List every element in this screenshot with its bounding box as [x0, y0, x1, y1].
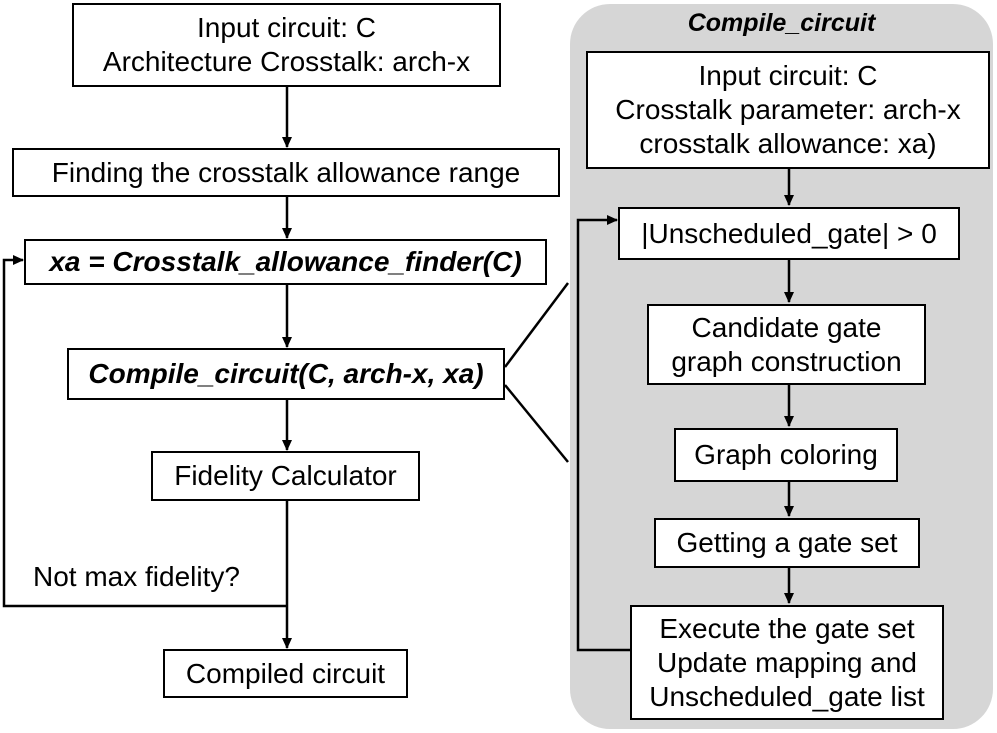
panel-input-box: Input circuit: C Crosstalk parameter: ar… [586, 51, 990, 169]
zoom-line-top [504, 282, 569, 368]
execute-box: Execute the gate set Update mapping and … [630, 605, 944, 720]
candidate-box: Candidate gate graph construction [647, 304, 926, 385]
fidelity-box: Fidelity Calculator [151, 451, 420, 501]
condition-box: |Unscheduled_gate| > 0 [618, 207, 960, 260]
panel-input-line-3: crosstalk allowance: xa) [639, 128, 937, 159]
input-line-1: Input circuit: C [197, 12, 376, 43]
compile-label: Compile_circuit(C, arch-x, xa) [88, 358, 484, 389]
coloring-label: Graph coloring [694, 439, 878, 470]
execute-line-3: Unscheduled_gate list [649, 680, 925, 712]
range-label: Finding the crosstalk allowance range [51, 156, 521, 188]
compile-box: Compile_circuit(C, arch-x, xa) [67, 348, 505, 400]
zoom-line-bottom [504, 384, 569, 463]
output-label: Compiled circuit [185, 657, 386, 689]
candidate-line-2: graph construction [671, 345, 902, 377]
panel-input-line-1: Input circuit: C [698, 60, 878, 91]
gateset-label: Getting a gate set [676, 527, 898, 558]
input-line-2: Architecture Crosstalk: arch-x [102, 46, 471, 77]
panel-title: Compile_circuit [687, 9, 876, 37]
loop-label: Not max fidelity? [33, 561, 240, 592]
fidelity-label: Fidelity Calculator [174, 460, 397, 491]
panel-input-line-2: Crosstalk parameter: arch-x [615, 94, 961, 125]
finder-box: xa = Crosstalk_allowance_finder(C) [24, 239, 547, 285]
execute-line-2: Update mapping and [657, 646, 917, 678]
coloring-box: Graph coloring [674, 428, 898, 482]
input-box: Input circuit: C Architecture Crosstalk:… [72, 3, 501, 87]
execute-line-1: Execute the gate set [659, 612, 915, 644]
output-box: Compiled circuit [163, 649, 408, 698]
condition-label: |Unscheduled_gate| > 0 [641, 217, 937, 249]
gateset-box: Getting a gate set [654, 518, 920, 568]
finder-label: xa = Crosstalk_allowance_finder(C) [49, 246, 522, 277]
loop-line [2, 255, 287, 608]
range-box: Finding the crosstalk allowance range [12, 148, 560, 197]
panel-loop-line [576, 215, 630, 652]
candidate-line-1: Candidate gate [691, 311, 882, 343]
